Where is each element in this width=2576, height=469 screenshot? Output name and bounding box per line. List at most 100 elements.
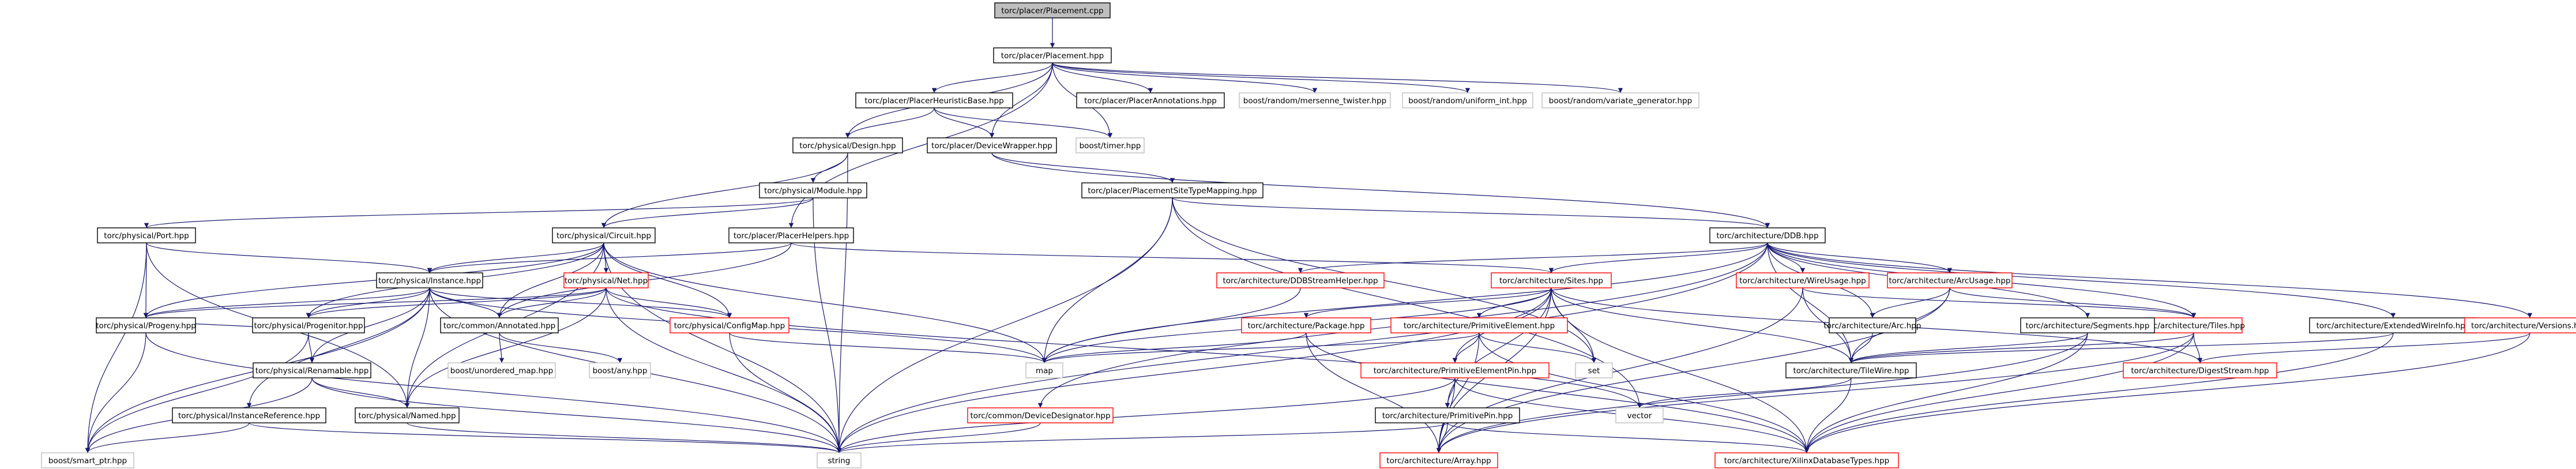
edge-tiles-to-array [1436, 332, 2194, 453]
edge-instance-to-instref [246, 287, 430, 408]
node-box [1390, 317, 1568, 333]
node-label: torc/architecture/WireUsage.hpp [1739, 276, 1866, 286]
node-ddbstream[interactable]: torc/architecture/DDBStreamHelper.hpp [1216, 272, 1385, 288]
node-label: torc/physical/Circuit.hpp [556, 231, 651, 241]
node-label: torc/architecture/TileWire.hpp [1793, 366, 1909, 376]
edge-ddb-to-map [1041, 242, 1768, 363]
node-devdesig[interactable]: torc/common/DeviceDesignator.hpp [967, 407, 1114, 423]
edge-primpin-to-xilinxdb [1447, 422, 1809, 453]
node-box [1075, 137, 1145, 153]
node-label: torc/placer/PlacerHeuristicBase.hpp [864, 96, 1003, 106]
node-label: torc/physical/Renamable.hpp [255, 366, 369, 376]
node-label: torc/placer/Placement.cpp [1001, 6, 1103, 16]
node-net[interactable]: torc/physical/Net.hpp [563, 272, 649, 288]
node-module[interactable]: torc/physical/Module.hpp [759, 182, 867, 198]
edge-tiles-to-xilinxdb [1804, 332, 2194, 453]
node-box [96, 317, 196, 333]
node-box [1081, 182, 1263, 198]
edge-circuit-to-annotated [497, 242, 604, 318]
node-versions[interactable]: torc/architecture/Versions.hpp [2464, 317, 2576, 333]
node-box [589, 362, 651, 378]
edge-instref-to-string [249, 422, 841, 453]
node-arcusage[interactable]: torc/architecture/ArcUsage.hpp [1887, 272, 2013, 288]
edge-annotated-to-any [499, 332, 623, 363]
edge-module-to-circuit [601, 197, 814, 228]
node-timer: boost/timer.hpp [1075, 137, 1145, 153]
edge-module-to-string [813, 197, 842, 453]
edge-tiles-to-tilewire [1848, 332, 2194, 363]
node-progenitor[interactable]: torc/physical/Progenitor.hpp [252, 317, 365, 333]
edge-placerheur-to-design [845, 107, 935, 138]
node-sites[interactable]: torc/architecture/Sites.hpp [1491, 272, 1612, 288]
node-primelem[interactable]: torc/architecture/PrimitiveElement.hpp [1390, 317, 1568, 333]
node-label: torc/architecture/DDB.hpp [1716, 231, 1818, 241]
edge-net-to-progenitor [306, 287, 607, 318]
node-box [1025, 362, 1063, 378]
node-design[interactable]: torc/physical/Design.hpp [792, 137, 903, 153]
node-primelempin[interactable]: torc/architecture/PrimitiveElementPin.hp… [1360, 362, 1550, 378]
node-box [355, 407, 460, 423]
node-ddb[interactable]: torc/architecture/DDB.hpp [1709, 227, 1826, 243]
node-port[interactable]: torc/physical/Port.hpp [97, 227, 196, 243]
node-progeny[interactable]: torc/physical/Progeny.hpp [96, 317, 196, 333]
edge-placement_hpp-to-mersenne [1052, 62, 1318, 93]
node-box [1239, 92, 1391, 108]
node-phelpers[interactable]: torc/placer/PlacerHelpers.hpp [728, 227, 854, 243]
edge-placement_hpp-to-uniform_int [1052, 62, 1470, 93]
node-uniform_int: boost/random/uniform_int.hpp [1402, 92, 1533, 108]
node-instance[interactable]: torc/physical/Instance.hpp [376, 272, 483, 288]
node-arc[interactable]: torc/architecture/Arc.hpp [1824, 317, 1921, 333]
edge-instance-to-progeny [143, 287, 430, 318]
node-extwire[interactable]: torc/architecture/ExtendedWireInfo.hpp [2309, 317, 2477, 333]
node-label: torc/architecture/PrimitiveElement.hpp [1404, 321, 1555, 331]
node-label: torc/placer/PlacerHelpers.hpp [734, 231, 849, 241]
node-segments[interactable]: torc/architecture/Segments.hpp [2020, 317, 2155, 333]
edge-wireusage-to-tiles [1802, 287, 2196, 318]
edge-port-to-instance [146, 242, 433, 273]
node-box [1709, 227, 1826, 243]
edge-primelem-to-primelempin [1452, 332, 1480, 363]
node-label: torc/placer/PlacerAnnotations.hpp [1084, 96, 1217, 106]
node-box [1615, 407, 1664, 423]
node-box [2309, 317, 2477, 333]
node-label: torc/architecture/ExtendedWireInfo.hpp [2316, 321, 2470, 331]
edge-package-to-xilinxdb [1306, 332, 1810, 453]
edge-primpin-to-string [837, 422, 1448, 453]
edge-circuit-to-configmap [603, 242, 732, 318]
node-annotated[interactable]: torc/common/Annotated.hpp [440, 317, 559, 333]
node-package[interactable]: torc/architecture/Package.hpp [1241, 317, 1371, 333]
node-devwrap[interactable]: torc/placer/DeviceWrapper.hpp [927, 137, 1057, 153]
node-tilewire[interactable]: torc/architecture/TileWire.hpp [1785, 362, 1917, 378]
node-pstm[interactable]: torc/placer/PlacementSiteTypeMapping.hpp [1081, 182, 1263, 198]
node-digest[interactable]: torc/architecture/DigestStream.hpp [2123, 362, 2277, 378]
edge-pstm-to-ddb [1172, 197, 1770, 228]
edge-sites-to-tilewire [1551, 287, 1854, 363]
edge-wireusage-to-tilewire [1802, 287, 1854, 363]
edge-module-to-port [144, 197, 814, 228]
edge-placement_hpp-to-devwrap [989, 62, 1053, 138]
node-instref[interactable]: torc/physical/InstanceReference.hpp [172, 407, 326, 423]
node-renamable[interactable]: torc/physical/Renamable.hpp [253, 362, 371, 378]
node-primpin[interactable]: torc/architecture/PrimitivePin.hpp [1375, 407, 1520, 423]
node-array[interactable]: torc/architecture/Array.hpp [1379, 452, 1498, 468]
node-box [97, 227, 196, 243]
node-label: boost/smart_ptr.hpp [48, 456, 127, 466]
edge-pstm-to-string [836, 197, 1173, 453]
node-placement_hpp[interactable]: torc/placer/Placement.hpp [993, 47, 1112, 63]
node-named[interactable]: torc/physical/Named.hpp [355, 407, 460, 423]
edge-versions-to-xilinxdb [1804, 332, 2530, 453]
node-configmap[interactable]: torc/physical/ConfigMap.hpp [670, 317, 789, 333]
node-tiles[interactable]: torc/architecture/Tiles.hpp [2142, 317, 2245, 333]
node-box [440, 317, 559, 333]
node-label: torc/physical/Port.hpp [104, 231, 189, 241]
node-circuit[interactable]: torc/physical/Circuit.hpp [552, 227, 656, 243]
node-box [994, 2, 1111, 18]
node-box [1736, 272, 1870, 288]
node-xilinxdb[interactable]: torc/architecture/XilinxDatabaseTypes.hp… [1714, 452, 1899, 468]
node-placerannot[interactable]: torc/placer/PlacerAnnotations.hpp [1076, 92, 1225, 108]
node-wireusage[interactable]: torc/architecture/WireUsage.hpp [1736, 272, 1870, 288]
node-label: torc/architecture/Tiles.hpp [2142, 321, 2245, 331]
node-placement_cpp[interactable]: torc/placer/Placement.cpp [994, 2, 1111, 18]
node-placerheur[interactable]: torc/placer/PlacerHeuristicBase.hpp [855, 92, 1013, 108]
